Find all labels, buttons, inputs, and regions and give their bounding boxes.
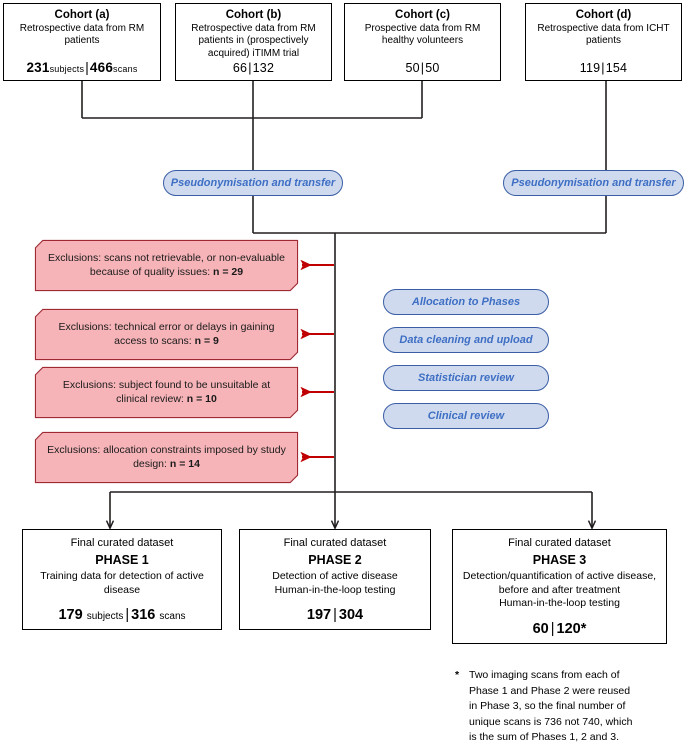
cohort-c-separator: | (420, 61, 425, 75)
phase-2-counts: 197|304 (240, 607, 430, 623)
cohort-a-separator: | (85, 60, 89, 75)
pseudonymisation-left-label: Pseudonymisation and transfer (170, 177, 336, 189)
exclusion-banner-3[interactable]: Exclusions: subject found to be unsuitab… (36, 368, 297, 417)
phase-1-subjects: 179 (58, 607, 83, 623)
phase-3-description: Detection/quantification of active disea… (462, 570, 657, 609)
cohort-b-separator: | (248, 61, 252, 75)
phase-2-description: Detection of active disease Human-in-the… (272, 570, 398, 596)
phase-3-separator: | (550, 621, 555, 637)
exclusion-4-text: Exclusions: allocation constraints impos… (47, 444, 286, 470)
phase-box-3[interactable]: Final curated dataset PHASE 3 Detection/… (452, 529, 667, 644)
footnote-text: Two imaging scans from each of Phase 1 a… (469, 669, 633, 743)
phase-1-scans-unit: scans (159, 611, 186, 622)
process-pill-clinical-review[interactable]: Clinical review (383, 403, 549, 429)
cohort-c-scans: 50 (425, 61, 440, 75)
cohort-a-subjects-unit: subjects (49, 64, 85, 74)
phase-3-name: PHASE 3 (532, 553, 587, 567)
exclusion-4-content: Exclusions: allocation constraints impos… (46, 444, 287, 471)
phase-2-separator: | (333, 607, 337, 623)
process-pill-data-cleaning-and-upload[interactable]: Data cleaning and upload (383, 327, 549, 353)
cohort-c-title: Cohort (c) (395, 9, 450, 21)
phase-1-subjects-unit: subjects (86, 611, 124, 622)
cohort-b-title: Cohort (b) (225, 9, 282, 21)
exclusion-2-text: Exclusions: technical error or delays in… (58, 321, 275, 347)
exclusion-1-text: Exclusions: scans not retrievable, or no… (48, 252, 285, 278)
cohort-a-counts: 231subjects|466scans (4, 60, 160, 75)
cohort-b-counts: 66|132 (176, 61, 331, 75)
process-step-1-label: Allocation to Phases (411, 296, 521, 308)
phase-1-counts: 179 subjects|316 scans (23, 607, 221, 623)
footnote: * Two imaging scans from each of Phase 1… (455, 668, 680, 746)
cohort-d-counts: 119|154 (526, 61, 681, 75)
exclusion-1-count: n = 29 (213, 265, 244, 278)
cohort-c-subjects: 50 (405, 61, 420, 75)
cohort-c-counts: 50|50 (345, 61, 500, 75)
phase-1-header: Final curated dataset (70, 537, 174, 549)
phase-2-subjects: 197 (306, 607, 332, 623)
cohort-box-d[interactable]: Cohort (d) Retrospective data from ICHT … (525, 3, 682, 81)
cohort-a-scans: 466 (89, 60, 114, 75)
cohort-a-subjects: 231 (26, 60, 50, 75)
phase-box-2[interactable]: Final curated dataset PHASE 2 Detection … (239, 529, 431, 630)
cohort-a-scans-unit: scans (113, 64, 138, 74)
cohort-b-scans: 132 (252, 61, 275, 75)
cohort-d-description: Retrospective data from ICHT patients (537, 23, 670, 47)
cohort-box-a[interactable]: Cohort (a) Retrospective data from RM pa… (3, 3, 161, 81)
pseudonymisation-right-label: Pseudonymisation and transfer (511, 177, 676, 189)
cohort-box-b[interactable]: Cohort (b) Retrospective data from RM pa… (175, 3, 332, 81)
footnote-marker: * (455, 669, 460, 681)
cohort-box-c[interactable]: Cohort (c) Prospective data from RM heal… (344, 3, 501, 81)
phase-3-subjects: 60 (532, 621, 549, 637)
pseudonymisation-pill-right[interactable]: Pseudonymisation and transfer (503, 170, 684, 196)
phase-box-1[interactable]: Final curated dataset PHASE 1 Training d… (22, 529, 222, 630)
exclusion-3-count: n = 10 (186, 392, 217, 405)
cohort-d-separator: | (601, 61, 605, 75)
pseudonymisation-pill-left[interactable]: Pseudonymisation and transfer (163, 170, 343, 196)
phase-1-scans: 316 (131, 607, 156, 623)
exclusion-banner-2[interactable]: Exclusions: technical error or delays in… (36, 310, 297, 359)
exclusion-4-count: n = 14 (169, 457, 200, 470)
phase-2-name: PHASE 2 (308, 553, 362, 567)
exclusion-3-content: Exclusions: subject found to be unsuitab… (46, 379, 287, 406)
phase-1-name: PHASE 1 (95, 553, 149, 567)
exclusion-banner-1[interactable]: Exclusions: scans not retrievable, or no… (36, 241, 297, 290)
cohort-b-subjects: 66 (232, 61, 248, 75)
phase-1-description: Training data for detection of active di… (40, 570, 204, 596)
phase-2-scans: 304 (338, 607, 364, 623)
process-pill-allocation-to-phases[interactable]: Allocation to Phases (383, 289, 549, 315)
process-pill-statistician-review[interactable]: Statistician review (383, 365, 549, 391)
process-step-2-label: Data cleaning and upload (399, 334, 533, 346)
cohort-d-scans: 154 (605, 61, 628, 75)
cohort-d-subjects: 119 (579, 61, 601, 75)
cohort-c-description: Prospective data from RM healthy volunte… (364, 23, 481, 47)
cohort-b-description: Retrospective data from RM patients in (… (191, 23, 316, 59)
phase-2-header: Final curated dataset (283, 537, 387, 549)
phase-3-header: Final curated dataset (508, 537, 611, 549)
exclusion-banner-4[interactable]: Exclusions: allocation constraints impos… (36, 433, 297, 482)
exclusion-2-count: n = 9 (194, 334, 219, 347)
phase-1-separator: | (125, 607, 130, 623)
process-step-4-label: Clinical review (427, 410, 505, 422)
exclusion-3-text: Exclusions: subject found to be unsuitab… (62, 379, 271, 405)
phase-3-counts: 60|120* (453, 621, 666, 637)
phase-3-scans: 120* (556, 621, 587, 637)
exclusion-2-content: Exclusions: technical error or delays in… (46, 321, 287, 348)
process-step-3-label: Statistician review (418, 372, 514, 384)
exclusion-1-content: Exclusions: scans not retrievable, or no… (46, 252, 287, 279)
cohort-a-description: Retrospective data from RM patients (19, 23, 145, 47)
cohort-d-title: Cohort (d) (575, 9, 632, 21)
cohort-a-title: Cohort (a) (54, 9, 110, 21)
